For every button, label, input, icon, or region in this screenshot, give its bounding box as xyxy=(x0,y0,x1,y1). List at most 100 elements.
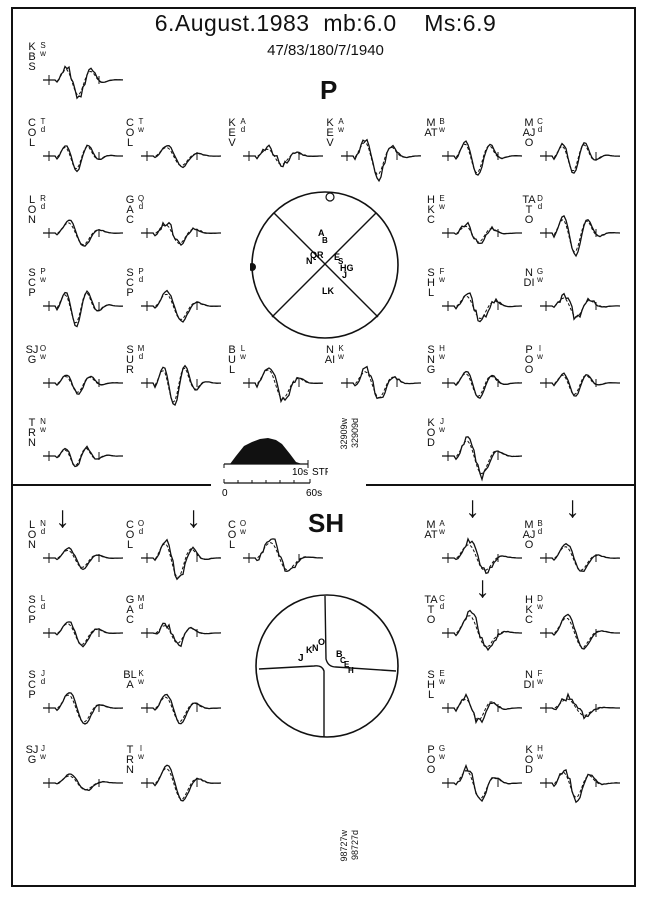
synthetic-waveform xyxy=(540,374,620,396)
waveform-plot xyxy=(43,219,123,247)
observed-waveform xyxy=(243,144,323,168)
station-letter: T xyxy=(138,117,144,126)
observed-waveform xyxy=(341,138,421,183)
waveform-plot xyxy=(141,145,222,169)
station-letter: F xyxy=(439,267,445,276)
component-type: w xyxy=(439,202,445,211)
synthetic-waveform xyxy=(442,769,522,800)
station-letter: O xyxy=(137,519,145,528)
synthetic-waveform xyxy=(442,698,523,721)
component-type: w xyxy=(40,275,46,284)
waveform-plot xyxy=(341,365,421,400)
station-code: SJG xyxy=(25,744,39,766)
station-code: POO xyxy=(524,344,534,376)
station-code: COL xyxy=(227,519,237,551)
station-letter: A xyxy=(240,117,246,126)
synthetic-waveform xyxy=(43,448,123,467)
waveform-plot xyxy=(43,445,123,468)
observed-waveform xyxy=(243,367,324,404)
station-letter: I xyxy=(538,344,542,353)
station-code: COL xyxy=(125,519,135,551)
highlight-arrow-icon: ↓ xyxy=(186,501,201,534)
station-code: GAC xyxy=(125,594,135,626)
component-type: w xyxy=(537,352,543,361)
observed-waveform xyxy=(442,436,523,482)
component-type: w xyxy=(537,677,543,686)
figure-frame xyxy=(11,7,636,887)
station-code: NAI xyxy=(324,344,336,366)
station-letter: D xyxy=(537,194,543,203)
waveform-plot xyxy=(442,692,523,725)
observed-waveform xyxy=(341,365,421,400)
station-code: KOD xyxy=(524,744,534,776)
observed-waveform xyxy=(43,65,123,100)
station-letter: B xyxy=(439,117,445,126)
station-code: MAJO xyxy=(522,519,536,551)
synthetic-waveform xyxy=(540,219,620,253)
station-letter: M xyxy=(137,594,145,603)
waveform-plot xyxy=(442,292,522,323)
sh-section-label: SH xyxy=(308,508,345,538)
station-code: COL xyxy=(27,117,37,149)
waveform-plot xyxy=(141,764,222,802)
observed-waveform xyxy=(540,372,620,397)
observed-waveform xyxy=(43,219,123,247)
observed-waveform xyxy=(442,692,523,725)
station-code: HKC xyxy=(427,194,435,226)
waveform-plot xyxy=(243,538,324,572)
waveform-plot xyxy=(540,542,621,572)
component-type: w xyxy=(439,125,445,134)
station-code: SCP xyxy=(28,669,36,701)
station-code: TATO xyxy=(424,594,438,626)
observed-waveform xyxy=(43,289,123,328)
highlight-arrow-icon: ↓ xyxy=(565,491,580,524)
svg-text:J: J xyxy=(342,270,347,280)
station-code: MAT xyxy=(424,117,438,139)
station-letter: K xyxy=(138,669,144,678)
waveform-plot xyxy=(540,768,620,804)
waveform-plot xyxy=(540,692,620,720)
station-letter: A xyxy=(338,117,344,126)
synthetic-waveform xyxy=(43,549,123,568)
svg-text:N: N xyxy=(312,643,319,653)
station-letter: K xyxy=(338,344,344,353)
synthetic-waveform xyxy=(43,622,123,645)
observed-waveform xyxy=(442,221,522,244)
synthetic-waveform xyxy=(442,544,522,571)
waveform-plot xyxy=(442,537,522,575)
component-type: d xyxy=(537,125,543,134)
station-letter: H xyxy=(439,344,445,353)
svg-text:B: B xyxy=(322,236,328,245)
synthetic-waveform xyxy=(43,68,124,96)
component-type: w xyxy=(439,677,445,686)
time-scale-label: 60s xyxy=(306,488,322,499)
synthetic-waveform xyxy=(43,145,123,170)
component-type: d xyxy=(40,125,46,134)
observed-waveform xyxy=(442,140,523,176)
component-type: w xyxy=(439,275,445,284)
observed-waveform xyxy=(141,364,221,406)
observed-waveform xyxy=(43,773,123,792)
observed-waveform xyxy=(43,144,123,173)
station-code: LON xyxy=(27,194,37,226)
p-section-label: P xyxy=(320,75,338,105)
synthetic-waveform xyxy=(141,543,222,578)
observed-waveform xyxy=(442,609,522,652)
station-code: KBS xyxy=(28,41,36,73)
waveform-plot xyxy=(442,763,522,803)
component-type: d xyxy=(537,527,543,536)
source-time-function: 10s STF 0 60s xyxy=(222,438,328,499)
waveform-plot xyxy=(442,140,523,176)
component-type: w xyxy=(138,125,144,134)
component-type: w xyxy=(439,352,445,361)
station-code: TATO xyxy=(522,194,536,226)
waveform-plot xyxy=(43,773,123,792)
